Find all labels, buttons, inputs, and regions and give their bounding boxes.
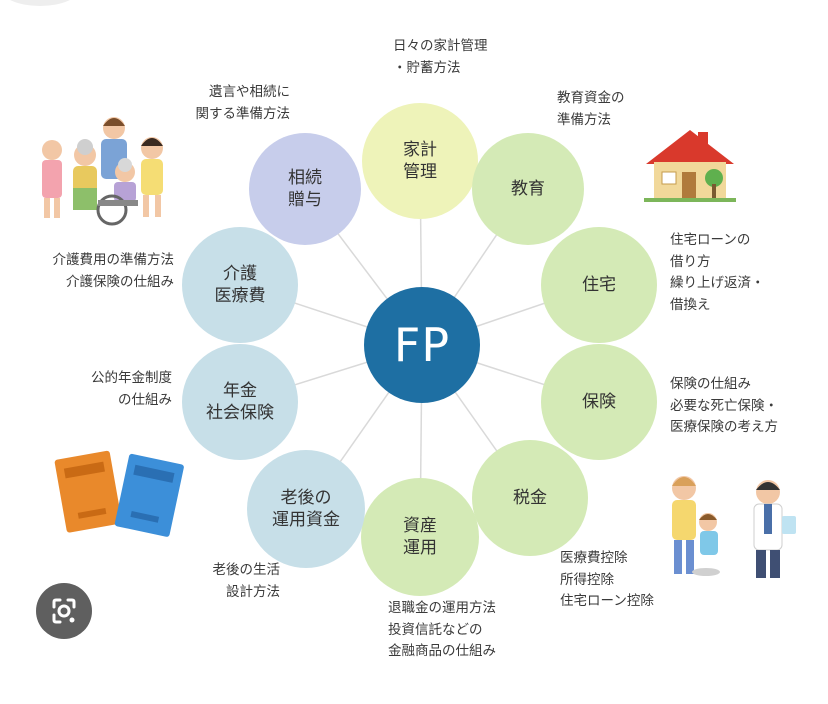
note-kyoiku: 教育資金の 準備方法 bbox=[557, 90, 625, 128]
note-zeikin: 医療費控除 所得控除 住宅ローン控除 bbox=[560, 550, 654, 610]
center-fp: FP bbox=[364, 287, 480, 403]
node-hoken-label: 保険 bbox=[582, 391, 616, 412]
corner-shape bbox=[0, 0, 80, 6]
house-icon bbox=[644, 130, 736, 202]
node-kaigo-label: 介護 医療費 bbox=[214, 263, 266, 306]
node-shisan-label: 資産 運用 bbox=[403, 515, 437, 558]
node-zeikin-label: 税金 bbox=[513, 487, 547, 508]
node-kyoiku: 教育 bbox=[472, 133, 584, 245]
note-hoken: 保険の仕組み 必要な死亡保険・ 医療保険の考え方 bbox=[670, 376, 778, 436]
node-kakei-label: 家計 管理 bbox=[403, 139, 437, 182]
note-nenkin: 公的年金制度 の仕組み bbox=[91, 370, 172, 408]
node-rogo: 老後の 運用資金 bbox=[247, 450, 365, 568]
note-sozoku: 遺言や相続に 関する準備方法 bbox=[195, 84, 291, 122]
node-jutaku: 住宅 bbox=[541, 227, 657, 343]
lens-search-icon bbox=[52, 598, 76, 624]
note-rogo: 老後の生活 設計方法 bbox=[212, 562, 281, 600]
node-nenkin-label: 年金 社会保険 bbox=[206, 380, 274, 423]
note-kaigo: 介護費用の準備方法 介護保険の仕組み bbox=[52, 252, 175, 290]
lens-search-button[interactable] bbox=[36, 583, 92, 639]
node-sozoku-label: 相続 贈与 bbox=[288, 167, 322, 210]
node-kakei: 家計 管理 bbox=[362, 103, 478, 219]
node-rogo-label: 老後の 運用資金 bbox=[272, 487, 340, 530]
note-kakei: 日々の家計管理 ・貯蓄方法 bbox=[393, 38, 488, 76]
node-kyoiku-label: 教育 bbox=[511, 178, 545, 199]
pension-books-icon bbox=[54, 450, 184, 537]
note-jutaku: 住宅ローンの 借り方 繰り上げ返済・ 借換え bbox=[670, 232, 765, 313]
node-sozoku: 相続 贈与 bbox=[249, 133, 361, 245]
node-nenkin: 年金 社会保険 bbox=[182, 344, 298, 460]
family-illustration-icon bbox=[42, 117, 163, 226]
center-fp-label: FP bbox=[393, 318, 451, 372]
node-kaigo: 介護 医療費 bbox=[182, 227, 298, 343]
node-zeikin: 税金 bbox=[472, 440, 588, 556]
note-shisan: 退職金の運用方法 投資信託などの 金融商品の仕組み bbox=[388, 600, 496, 660]
node-jutaku-label: 住宅 bbox=[582, 274, 616, 295]
node-hoken: 保険 bbox=[541, 344, 657, 460]
doctor-patient-icon bbox=[672, 476, 796, 578]
node-shisan: 資産 運用 bbox=[361, 478, 479, 596]
